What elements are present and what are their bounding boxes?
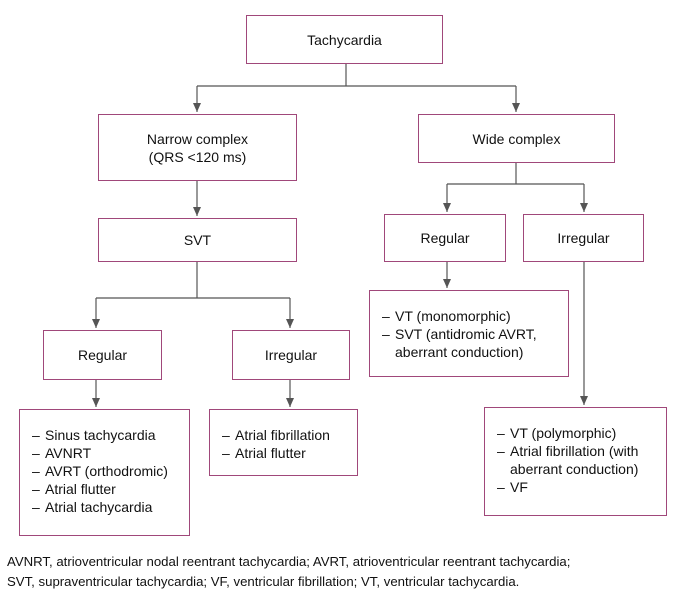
list-narrow-regular: Sinus tachycardia AVNRT AVRT (orthodromi… [19, 409, 190, 536]
node-wide-regular-label: Regular [420, 230, 470, 246]
list-item-continuation: aberrant conduction) [395, 344, 524, 360]
list-item: Atrial flutter [32, 480, 181, 498]
node-narrow-complex: Narrow complex (QRS <120 ms) [98, 114, 297, 181]
list-item: VT (monomorphic) [382, 307, 560, 325]
list-item: Atrial tachycardia [32, 498, 181, 516]
node-wide-complex-label: Wide complex [472, 130, 561, 147]
node-wide-irregular: Irregular [523, 214, 644, 262]
list-item: VF [497, 478, 658, 496]
node-tachycardia: Tachycardia [246, 15, 443, 64]
list-item: VT (polymorphic) [497, 424, 658, 442]
list-item: Atrial flutter [222, 444, 349, 462]
list-wide-regular: VT (monomorphic) SVT (antidromic AVRT, a… [369, 290, 569, 377]
node-svt-label: SVT [183, 232, 212, 248]
node-narrow-irregular: Irregular [232, 330, 350, 380]
node-narrow-regular: Regular [43, 330, 162, 380]
list-item-continuation: aberrant conduction) [510, 461, 639, 477]
node-wide-complex: Wide complex [418, 114, 615, 163]
footnote-line-2: SVT, supraventricular tachycardia; VF, v… [7, 574, 520, 589]
list-wide-irregular: VT (polymorphic) Atrial fibrillation (wi… [484, 407, 667, 516]
node-narrow-regular-label: Regular [77, 347, 128, 363]
abbreviations-footnote: AVNRT, atrioventricular nodal reentrant … [7, 552, 677, 592]
list-item: Atrial fibrillation [222, 426, 349, 444]
node-tachycardia-label: Tachycardia [307, 31, 382, 48]
node-narrow-complex-qrs: (QRS <120 ms) [148, 148, 247, 165]
node-svt: SVT [98, 218, 297, 262]
list-item: Atrial fibrillation (with [497, 442, 658, 460]
list-item: AVRT (orthodromic) [32, 462, 181, 480]
footnote-line-1: AVNRT, atrioventricular nodal reentrant … [7, 554, 571, 569]
list-item: Sinus tachycardia [32, 426, 181, 444]
list-item: AVNRT [32, 444, 181, 462]
node-narrow-irregular-label: Irregular [264, 347, 318, 363]
list-narrow-irregular: Atrial fibrillation Atrial flutter [209, 409, 358, 476]
list-item: SVT (antidromic AVRT, [382, 325, 560, 343]
node-wide-regular: Regular [384, 214, 506, 262]
node-narrow-complex-label: Narrow complex [146, 130, 249, 147]
node-wide-irregular-label: Irregular [557, 230, 610, 246]
